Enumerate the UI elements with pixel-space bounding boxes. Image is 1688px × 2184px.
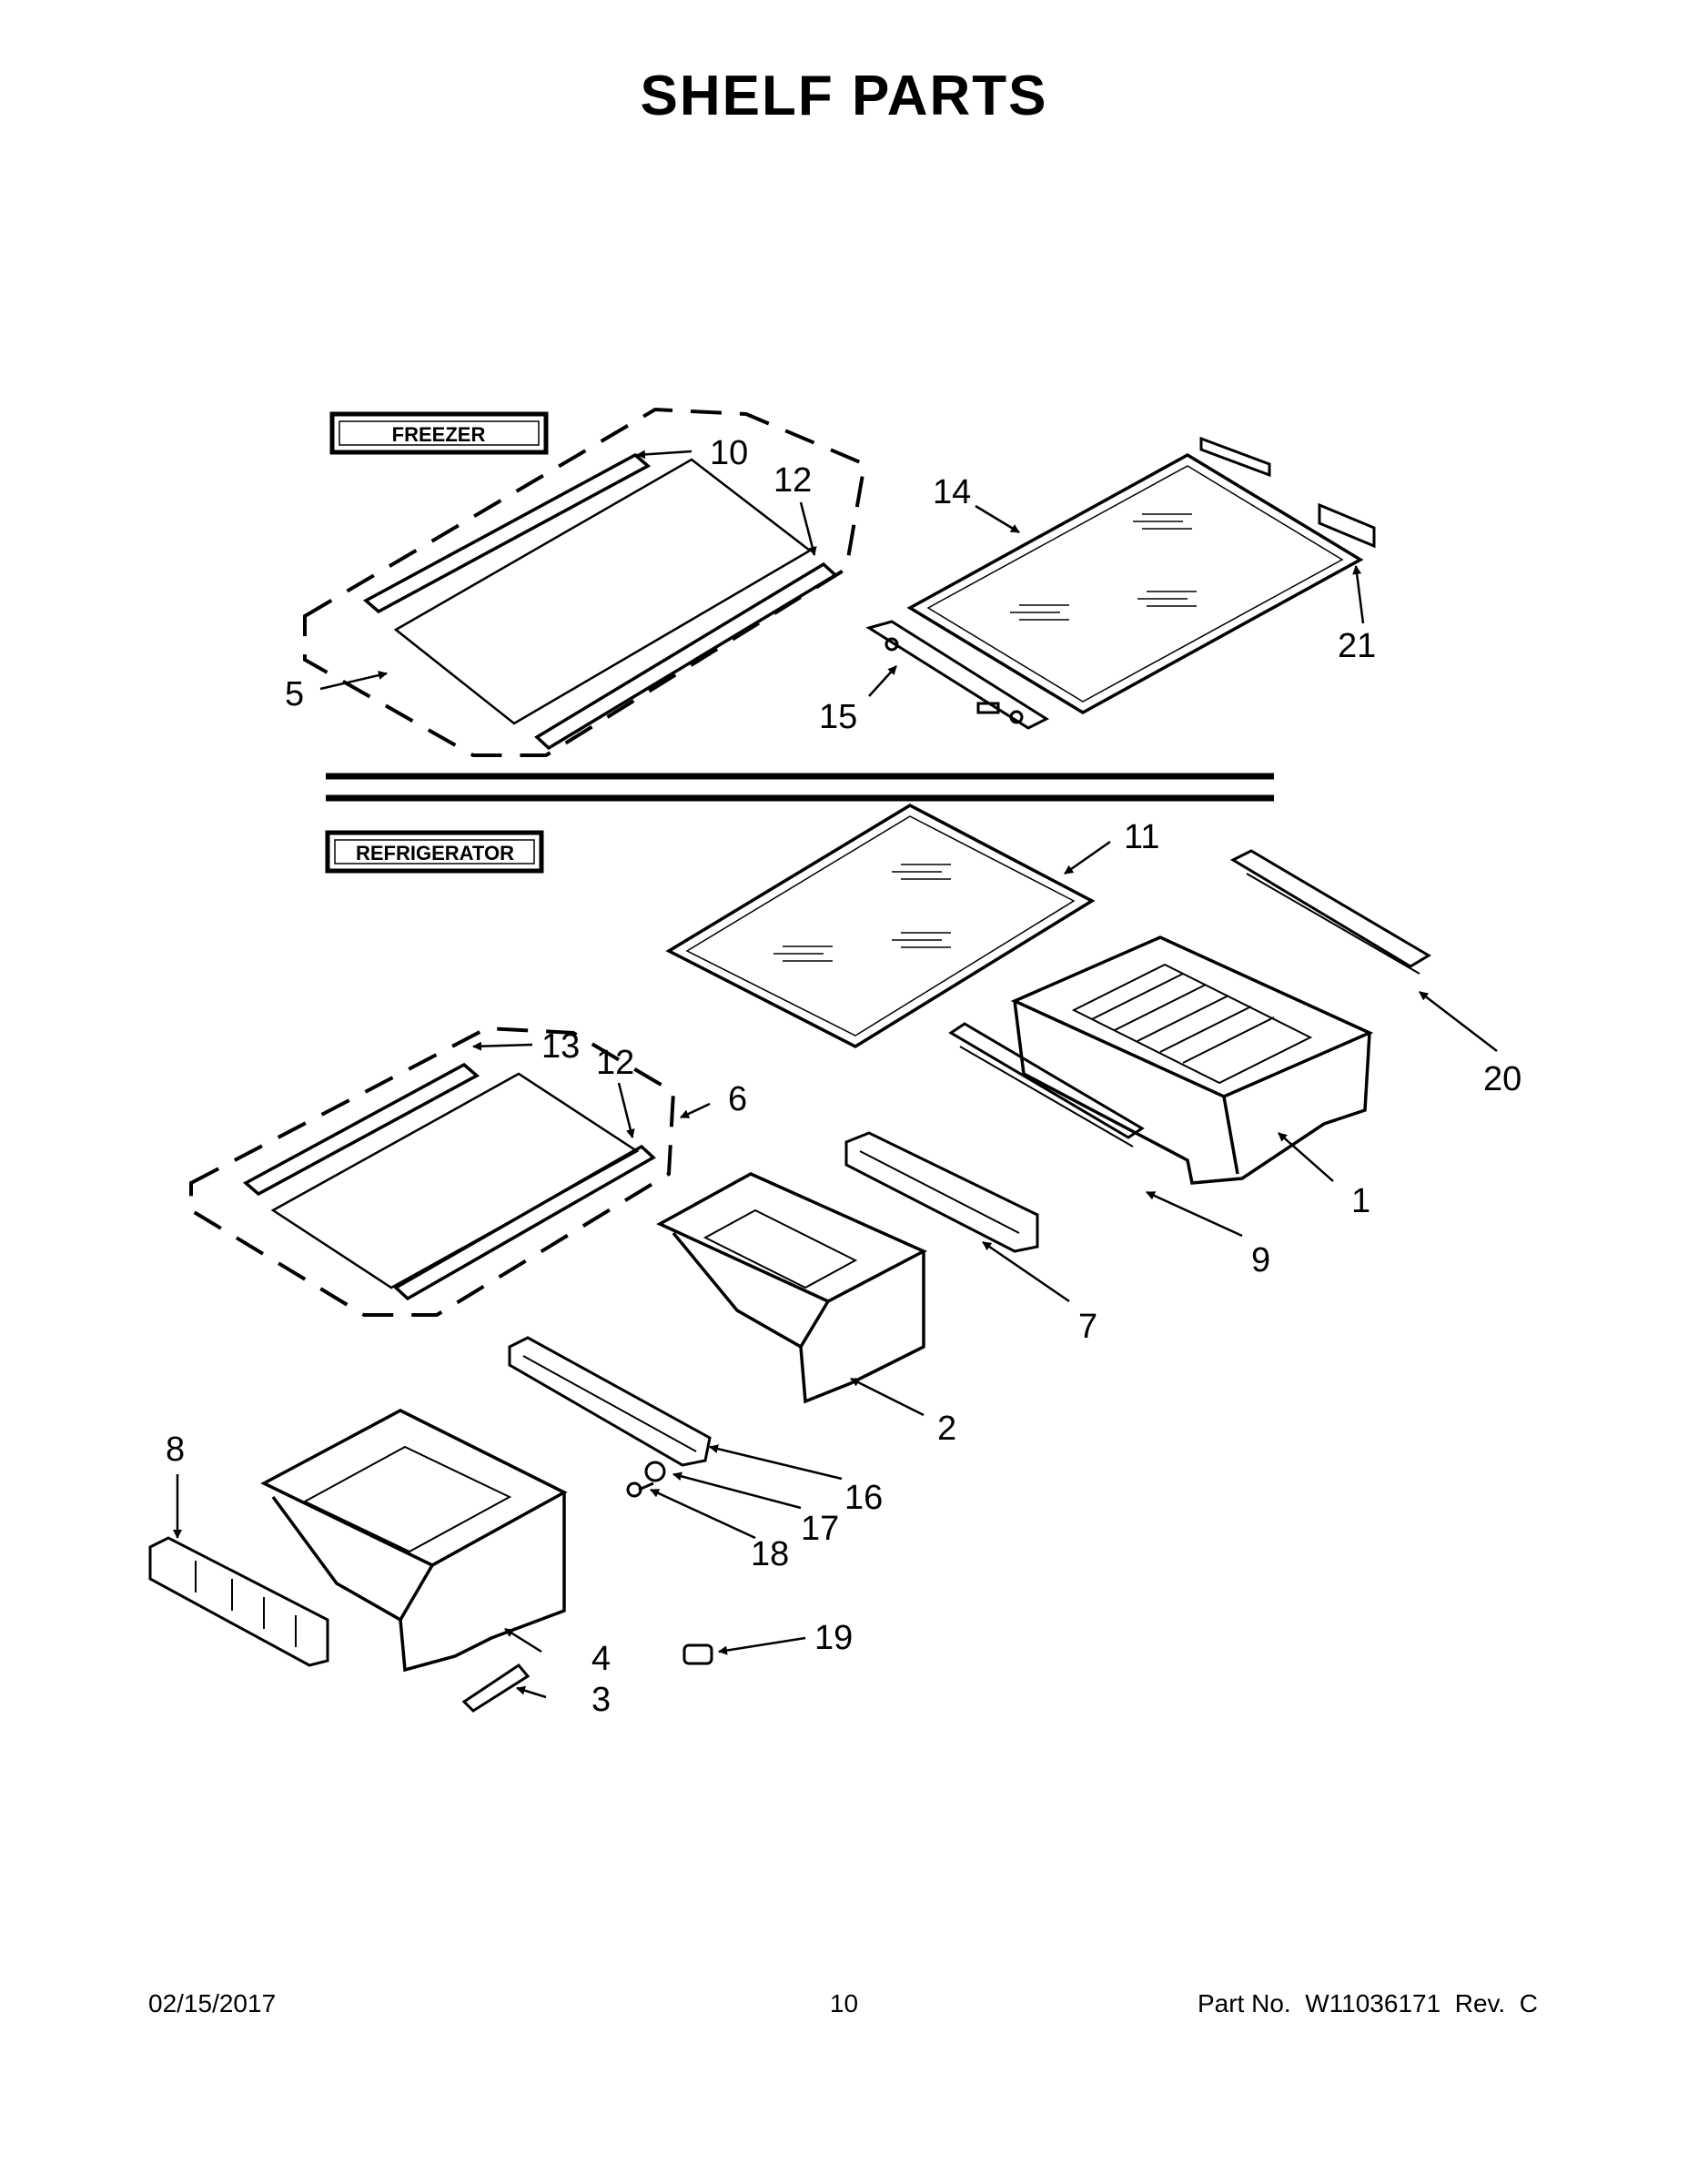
callout-2: 2	[937, 1410, 956, 1448]
part-9-drawer-slide	[948, 1022, 1145, 1148]
callout-19: 19	[814, 1619, 853, 1657]
callout-12-freezer: 12	[773, 461, 812, 500]
page-title: SHELF PARTS	[640, 65, 1048, 127]
callout-21: 21	[1338, 627, 1376, 665]
callout-15: 15	[819, 698, 857, 736]
part-21-shelf-bracket	[1199, 436, 1376, 549]
callout-16: 16	[844, 1479, 883, 1517]
callout-13: 13	[541, 1027, 580, 1066]
callout-leaders	[173, 450, 1498, 1699]
part-11-glass-shelf	[665, 803, 1096, 1049]
callout-17: 17	[801, 1510, 839, 1548]
footer-date: 02/15/2017	[148, 1989, 277, 2017]
callout-6: 6	[728, 1080, 747, 1118]
callout-7: 7	[1078, 1308, 1097, 1346]
part-16-drawer-slide	[508, 1336, 712, 1467]
part-18-screw	[626, 1481, 654, 1498]
callout-18: 18	[751, 1535, 789, 1573]
part-19-plug	[682, 1643, 713, 1665]
part-1-deli-drawer	[1010, 935, 1374, 1185]
footer-part-number: Part No. W11036171 Rev. C	[1197, 1989, 1538, 2017]
svg-text:REFRIGERATOR: REFRIGERATOR	[356, 842, 514, 864]
freezer-section-label: FREEZER	[329, 411, 549, 455]
callout-3: 3	[591, 1681, 611, 1719]
refrigerator-section-label: REFRIGERATOR	[325, 830, 544, 874]
callout-numbers: 10 12 5 14 15 21 11 20 13 12 6 1 9 7 2 1…	[166, 434, 1521, 1719]
callout-10: 10	[710, 434, 748, 472]
footer-page-number: 10	[829, 1989, 859, 2017]
part-2-crisper-drawer	[656, 1172, 928, 1404]
callout-14: 14	[933, 473, 971, 511]
callout-1: 1	[1351, 1182, 1370, 1220]
part-7-drawer-slide	[844, 1131, 1039, 1253]
callout-12-refrigerator: 12	[596, 1044, 634, 1082]
part-8-drawer-slide	[148, 1536, 329, 1667]
part-20-drawer-slide	[1229, 849, 1431, 975]
callout-8: 8	[166, 1431, 185, 1469]
callout-11: 11	[1124, 818, 1159, 856]
part-15-shelf-bracket	[865, 620, 1050, 730]
callout-4: 4	[591, 1640, 611, 1678]
section-divider	[326, 773, 1274, 802]
callout-5: 5	[285, 675, 304, 713]
part-6-refrigerator-shelf-assembly	[189, 1026, 676, 1317]
callout-9: 9	[1251, 1241, 1270, 1279]
part-17-roller	[644, 1461, 666, 1482]
part-4-crisper-drawer	[260, 1409, 568, 1673]
callout-20: 20	[1483, 1060, 1521, 1098]
svg-text:FREEZER: FREEZER	[392, 423, 486, 446]
part-14-glass-shelf	[906, 452, 1364, 715]
part-3-clip	[461, 1663, 531, 1713]
